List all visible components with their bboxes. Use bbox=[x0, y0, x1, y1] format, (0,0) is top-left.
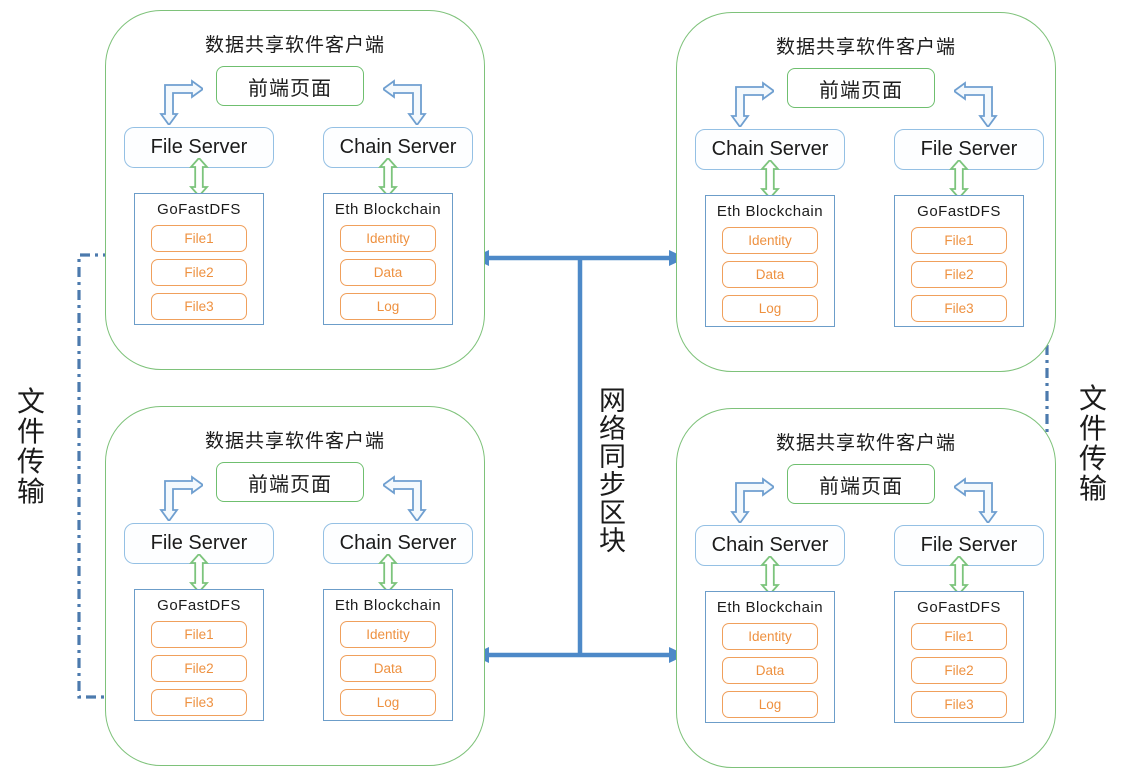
storage-item: Identity bbox=[722, 227, 818, 254]
container-title: Eth Blockchain bbox=[716, 599, 824, 616]
storage-container-right: GoFastDFS File1 File2 File3 bbox=[894, 195, 1024, 327]
storage-item: Identity bbox=[340, 621, 436, 648]
double-arrow-vertical-icon bbox=[189, 158, 209, 196]
server-box-left: Chain Server bbox=[695, 525, 845, 566]
sync-arrow-bottom bbox=[472, 647, 686, 663]
storage-item: File1 bbox=[151, 621, 247, 648]
storage-container-left: Eth Blockchain Identity Data Log bbox=[705, 591, 835, 723]
bent-arrow-left-down-icon bbox=[383, 475, 427, 521]
container-title: GoFastDFS bbox=[917, 203, 1001, 220]
container-title: GoFastDFS bbox=[157, 597, 241, 614]
storage-container-left: GoFastDFS File1 File2 File3 bbox=[134, 193, 264, 325]
container-title: GoFastDFS bbox=[157, 201, 241, 218]
storage-item: File1 bbox=[911, 227, 1007, 254]
storage-item: File2 bbox=[911, 657, 1007, 684]
network-sync-label: 网络同步区块 bbox=[599, 386, 626, 557]
storage-item: Data bbox=[340, 259, 436, 286]
bent-arrow-right-down-icon bbox=[730, 477, 774, 523]
double-arrow-vertical-icon bbox=[760, 556, 780, 594]
client-title: 数据共享软件客户端 bbox=[204, 431, 385, 452]
bent-arrow-right-down-icon bbox=[159, 79, 203, 125]
double-arrow-vertical-icon bbox=[760, 160, 780, 198]
client-title: 数据共享软件客户端 bbox=[775, 433, 956, 454]
double-arrow-vertical-icon bbox=[378, 158, 398, 196]
container-title: Eth Blockchain bbox=[334, 201, 442, 218]
storage-item: File3 bbox=[911, 295, 1007, 322]
storage-container-left: Eth Blockchain Identity Data Log bbox=[705, 195, 835, 327]
storage-item: Log bbox=[340, 293, 436, 320]
storage-item: Data bbox=[722, 261, 818, 288]
bent-arrow-left-down-icon bbox=[383, 79, 427, 125]
storage-container-right: Eth Blockchain Identity Data Log bbox=[323, 193, 453, 325]
client-block-top-right: 数据共享软件客户端 前端页面 Chain Server File Server … bbox=[676, 12, 1056, 372]
file-transfer-label-left: 文件传输 bbox=[16, 386, 45, 507]
storage-item: File3 bbox=[911, 691, 1007, 718]
container-title: Eth Blockchain bbox=[716, 203, 824, 220]
server-box-right: Chain Server bbox=[323, 523, 473, 564]
bent-arrow-right-down-icon bbox=[730, 81, 774, 127]
storage-item: Identity bbox=[340, 225, 436, 252]
storage-item: Data bbox=[340, 655, 436, 682]
server-box-right: File Server bbox=[894, 129, 1044, 170]
frontend-page-box: 前端页面 bbox=[216, 66, 364, 106]
double-arrow-vertical-icon bbox=[949, 160, 969, 198]
storage-container-left: GoFastDFS File1 File2 File3 bbox=[134, 589, 264, 721]
sync-arrow-top bbox=[472, 250, 686, 266]
storage-item: File1 bbox=[911, 623, 1007, 650]
frontend-page-box: 前端页面 bbox=[216, 462, 364, 502]
storage-item: File2 bbox=[151, 259, 247, 286]
server-box-right: File Server bbox=[894, 525, 1044, 566]
file-transfer-label-right: 文件传输 bbox=[1078, 383, 1107, 504]
double-arrow-vertical-icon bbox=[189, 554, 209, 592]
client-block-top-left: 数据共享软件客户端 前端页面 File Server Chain Server … bbox=[105, 10, 485, 370]
storage-container-right: GoFastDFS File1 File2 File3 bbox=[894, 591, 1024, 723]
storage-container-right: Eth Blockchain Identity Data Log bbox=[323, 589, 453, 721]
container-title: Eth Blockchain bbox=[334, 597, 442, 614]
storage-item: File1 bbox=[151, 225, 247, 252]
storage-item: File3 bbox=[151, 689, 247, 716]
client-title: 数据共享软件客户端 bbox=[204, 35, 385, 56]
container-title: GoFastDFS bbox=[917, 599, 1001, 616]
storage-item: Log bbox=[722, 691, 818, 718]
storage-item: Identity bbox=[722, 623, 818, 650]
storage-item: File2 bbox=[911, 261, 1007, 288]
storage-item: File3 bbox=[151, 293, 247, 320]
storage-item: File2 bbox=[151, 655, 247, 682]
double-arrow-vertical-icon bbox=[949, 556, 969, 594]
client-block-bottom-left: 数据共享软件客户端 前端页面 File Server Chain Server … bbox=[105, 406, 485, 766]
frontend-page-box: 前端页面 bbox=[787, 464, 935, 504]
frontend-page-box: 前端页面 bbox=[787, 68, 935, 108]
client-title: 数据共享软件客户端 bbox=[775, 37, 956, 58]
bent-arrow-left-down-icon bbox=[954, 81, 998, 127]
client-block-bottom-right: 数据共享软件客户端 前端页面 Chain Server File Server … bbox=[676, 408, 1056, 768]
double-arrow-vertical-icon bbox=[378, 554, 398, 592]
server-box-right: Chain Server bbox=[323, 127, 473, 168]
bent-arrow-right-down-icon bbox=[159, 475, 203, 521]
storage-item: Log bbox=[340, 689, 436, 716]
server-box-left: Chain Server bbox=[695, 129, 845, 170]
storage-item: Data bbox=[722, 657, 818, 684]
storage-item: Log bbox=[722, 295, 818, 322]
bent-arrow-left-down-icon bbox=[954, 477, 998, 523]
